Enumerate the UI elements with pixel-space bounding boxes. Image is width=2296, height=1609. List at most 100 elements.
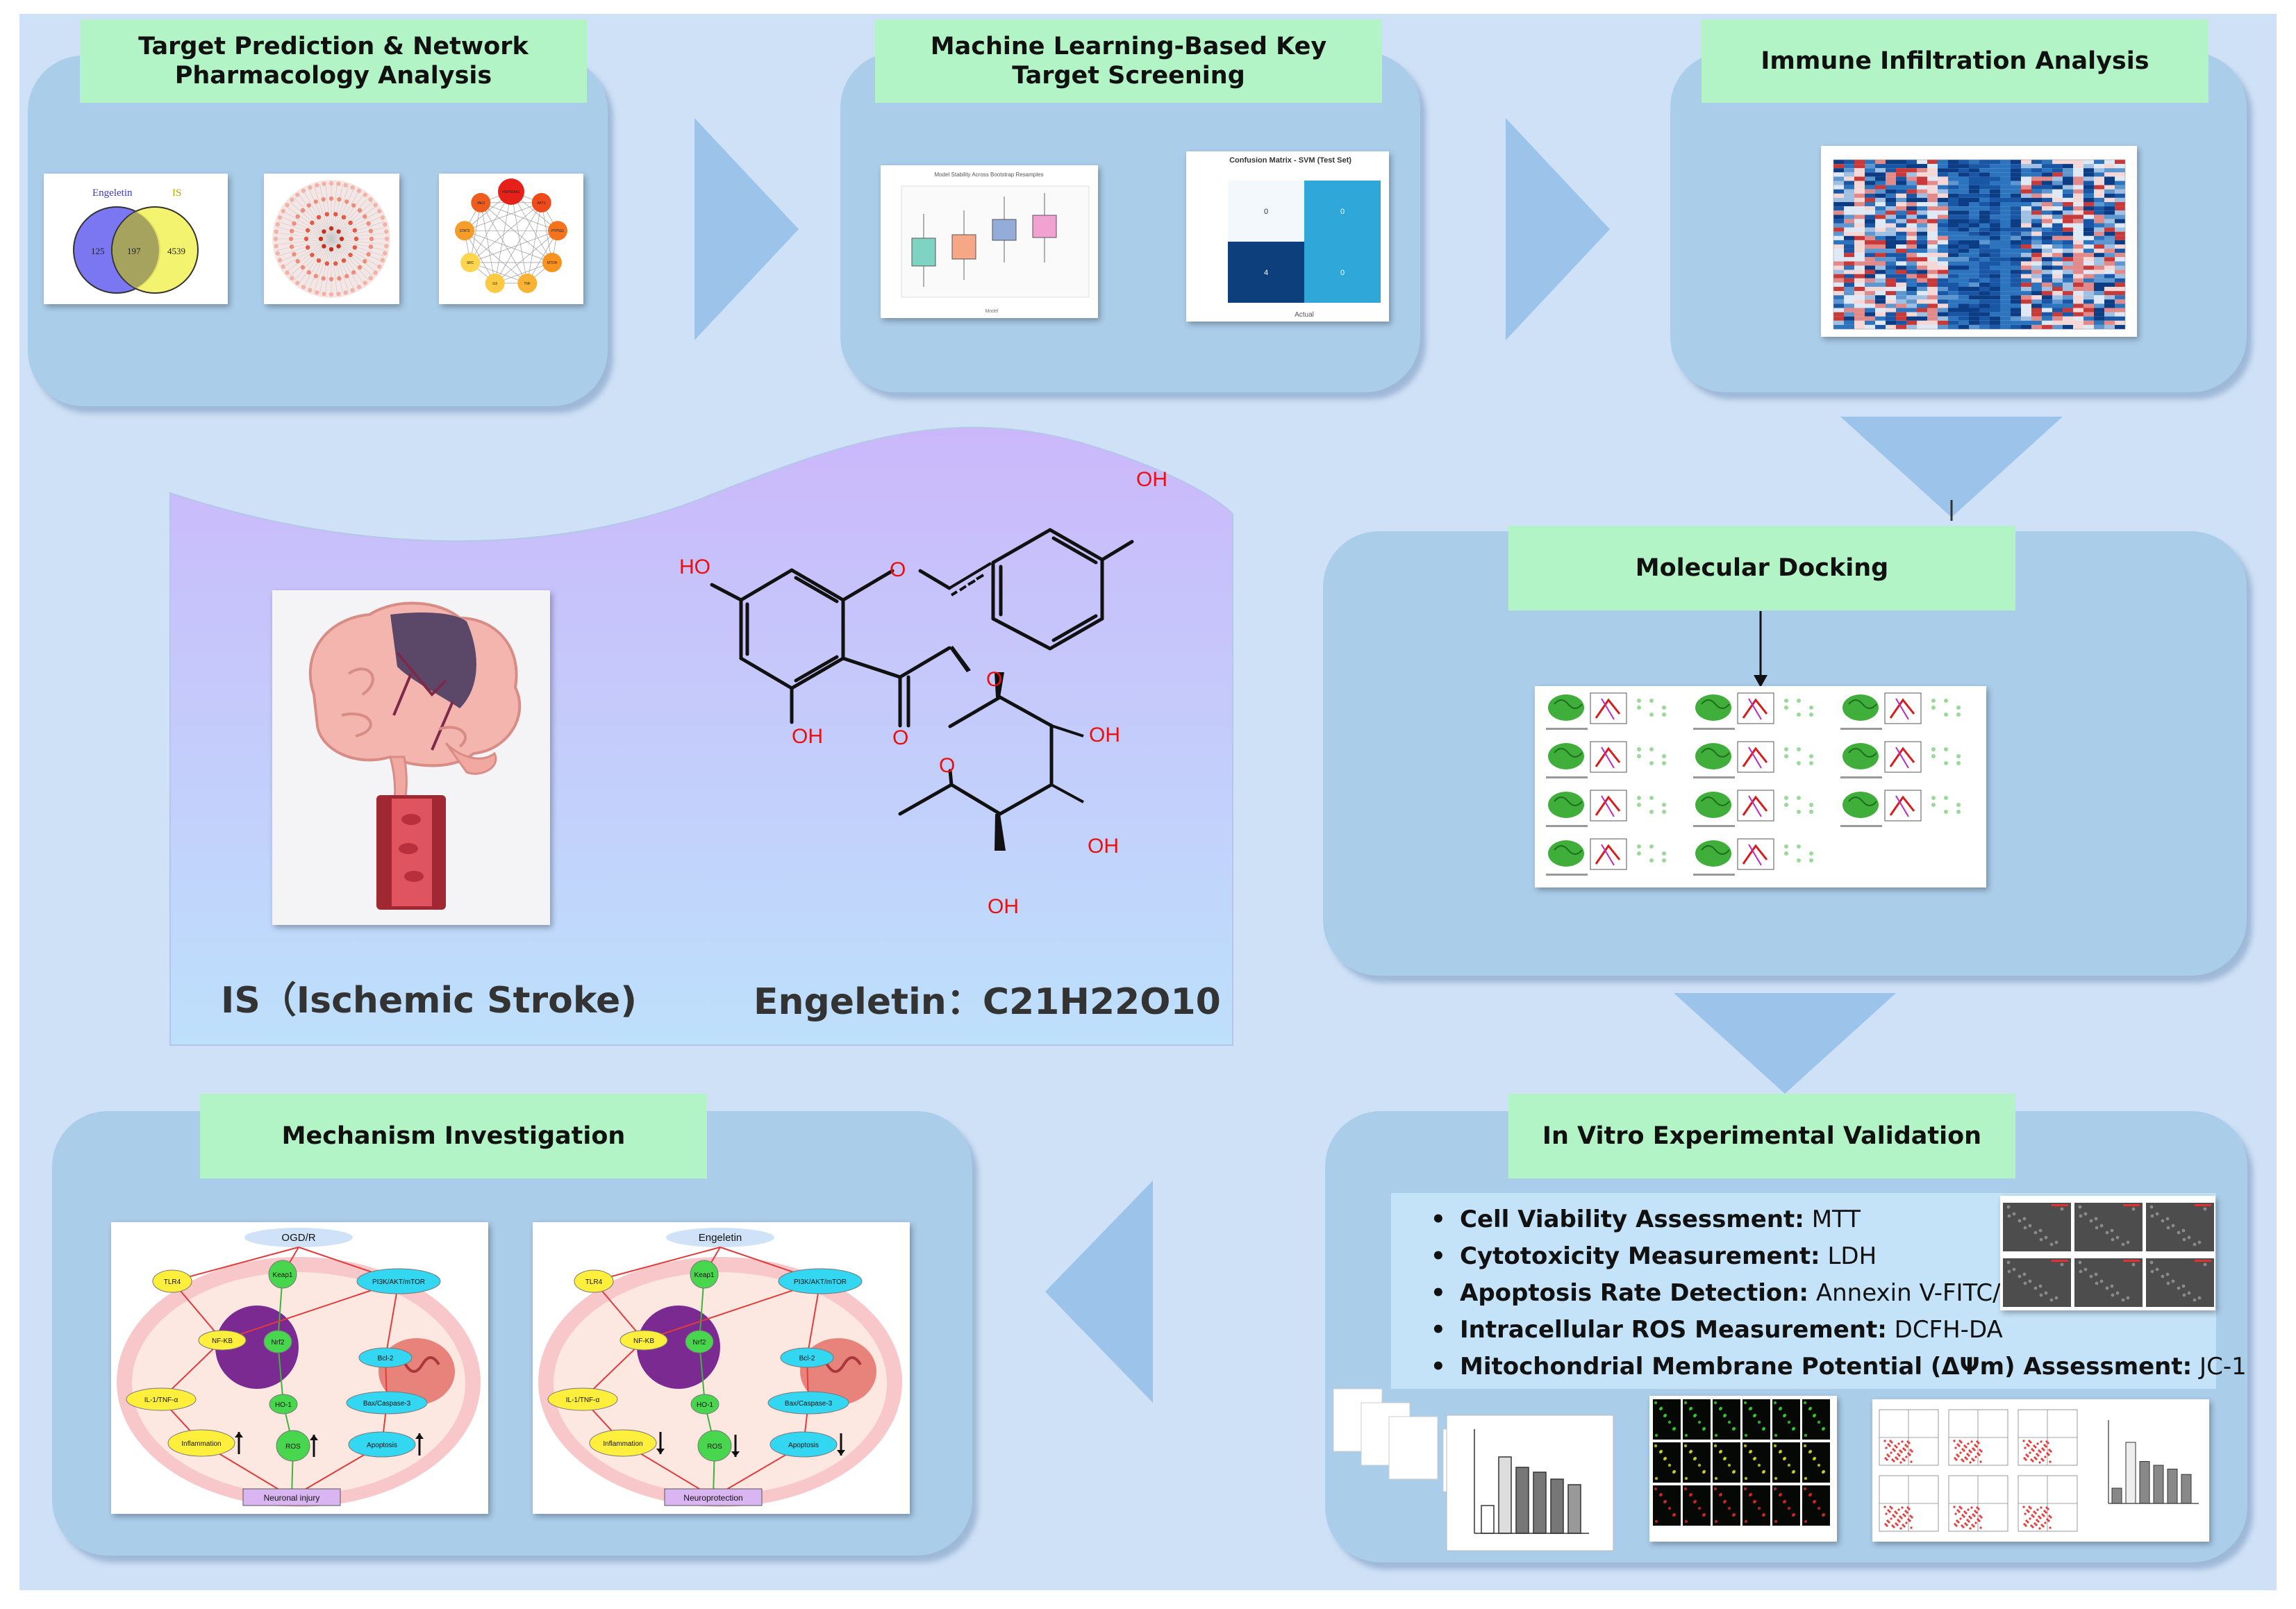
heatmap-cell (1865, 168, 1875, 173)
molecule-label-o-ketone: O (892, 726, 908, 749)
heatmap-cell (2094, 291, 2104, 296)
heatmap-cell (2073, 219, 2083, 224)
fluorescence-cell (1714, 1433, 1718, 1437)
heatmap-cell (1896, 223, 1906, 228)
morphology-cell (2111, 1237, 2115, 1242)
docking-residue (1931, 706, 1936, 710)
docking-residue (1809, 803, 1813, 807)
cytometry-event (1892, 1448, 1895, 1451)
heatmap-cell (2083, 244, 2094, 249)
heatmap-cell (2000, 206, 2011, 211)
heatmap-cell (1917, 231, 1927, 236)
heatmap-cell (1875, 282, 1886, 287)
heatmap-cell (2083, 219, 2094, 224)
venn-diagram: Engeletin IS 125 197 4539 (44, 174, 228, 304)
heatmap-cell (1917, 261, 1927, 266)
morphology-cell (2193, 1242, 2197, 1247)
docking-residue (1649, 712, 1654, 717)
heatmap-cell (2115, 197, 2125, 202)
network-node (301, 285, 306, 290)
heatmap-cell (1979, 312, 1990, 317)
morphology-cell (2054, 1240, 2058, 1244)
heatmap-cell (2042, 231, 2052, 236)
fluorescence-image (1653, 1485, 1681, 1526)
cytometry-event (1886, 1453, 1889, 1456)
cytometry-event (2049, 1516, 2052, 1519)
heatmap-cell (1906, 291, 1917, 296)
heatmap-cell (2052, 253, 2063, 258)
heatmap-cell (2104, 202, 2115, 207)
heatmap-cell (1886, 316, 1896, 321)
heatmap-cell (2042, 197, 2052, 202)
heatmap-cell (2063, 181, 2073, 185)
apoptosis-bar (2153, 1465, 2164, 1504)
heatmap-cell (2011, 261, 2021, 266)
heatmap-cell (1948, 181, 1958, 185)
heatmap-cell (2021, 320, 2031, 325)
heatmap-cell (2052, 206, 2063, 211)
heatmap-cell (2115, 278, 2125, 283)
heatmap-cell (1969, 189, 1979, 194)
heatmap-cell (1886, 303, 1896, 308)
fluorescence-cell (1792, 1469, 1796, 1474)
heatmap-cell (1844, 308, 1854, 312)
heatmap-cell (1896, 303, 1906, 308)
heatmap-cell (2000, 287, 2011, 292)
heatmap-cell (1958, 168, 1969, 173)
fluorescence-cell (1804, 1519, 1808, 1524)
pathway-node-label: Apoptosis (367, 1442, 397, 1449)
heatmap-cell (2052, 320, 2063, 325)
network-node (373, 270, 378, 275)
cytometry-event (1960, 1507, 1963, 1510)
cytometry-event (1908, 1453, 1911, 1456)
cytometry-event (1976, 1506, 1979, 1509)
fluorescence-cell (1803, 1487, 1807, 1491)
heatmap-cell (1927, 303, 1938, 308)
heatmap-cell (1833, 176, 1844, 181)
inflammation-node (589, 1429, 657, 1457)
heatmap-cell (1844, 282, 1854, 287)
heatmap-cell (2021, 206, 2031, 211)
morphology-cell (2079, 1214, 2083, 1218)
cytometry-event (1896, 1458, 1899, 1460)
heatmap-cell (2083, 202, 2094, 207)
heatmap-cell (1938, 189, 1948, 194)
cytometry-event (2046, 1452, 2049, 1455)
cytometry-event (2027, 1521, 2029, 1524)
heatmap-cell (1917, 219, 1927, 224)
cytometry-event (1973, 1515, 1976, 1517)
cytometry-event (1963, 1444, 1966, 1447)
heatmap-cell (1969, 172, 1979, 177)
heatmap-cell (2094, 299, 2104, 304)
heatmap-cell (1844, 223, 1854, 228)
docking-pocket (1590, 838, 1627, 870)
morphology-cell (2054, 1296, 2058, 1300)
cytometry-event (1965, 1524, 1968, 1526)
heatmap-cell (1833, 253, 1844, 258)
fluorescence-cell (1804, 1433, 1808, 1437)
network-node (357, 265, 363, 270)
heatmap-cell (1948, 160, 1958, 165)
heatmap-cell (2063, 257, 2073, 262)
cytometry-event (2048, 1449, 2051, 1451)
heatmap-cell (1979, 219, 1990, 224)
cytometry-event (2044, 1522, 2047, 1524)
heatmap-cell (1886, 181, 1896, 185)
cytometry-event (2034, 1512, 2037, 1515)
heatmap-cell (1833, 244, 1844, 249)
network-node (351, 270, 356, 275)
heatmap-cell (2031, 197, 2042, 202)
pathway-node-label: Inflammation (603, 1440, 642, 1448)
heatmap-cell (2115, 257, 2125, 262)
cytometry-event (1901, 1440, 1904, 1443)
cytometry-event (2029, 1451, 2031, 1454)
heatmap-cell (2063, 227, 2073, 232)
heatmap-cell (2021, 189, 2031, 194)
heatmap-cell (2063, 197, 2073, 202)
heatmap-cell (2031, 316, 2042, 321)
heatmap-cell (2000, 202, 2011, 207)
heatmap-cell (1927, 206, 1938, 211)
heatmap-cell (1917, 185, 1927, 190)
fluorescence-cell (1779, 1449, 1783, 1453)
heatmap-cell (2021, 235, 2031, 240)
